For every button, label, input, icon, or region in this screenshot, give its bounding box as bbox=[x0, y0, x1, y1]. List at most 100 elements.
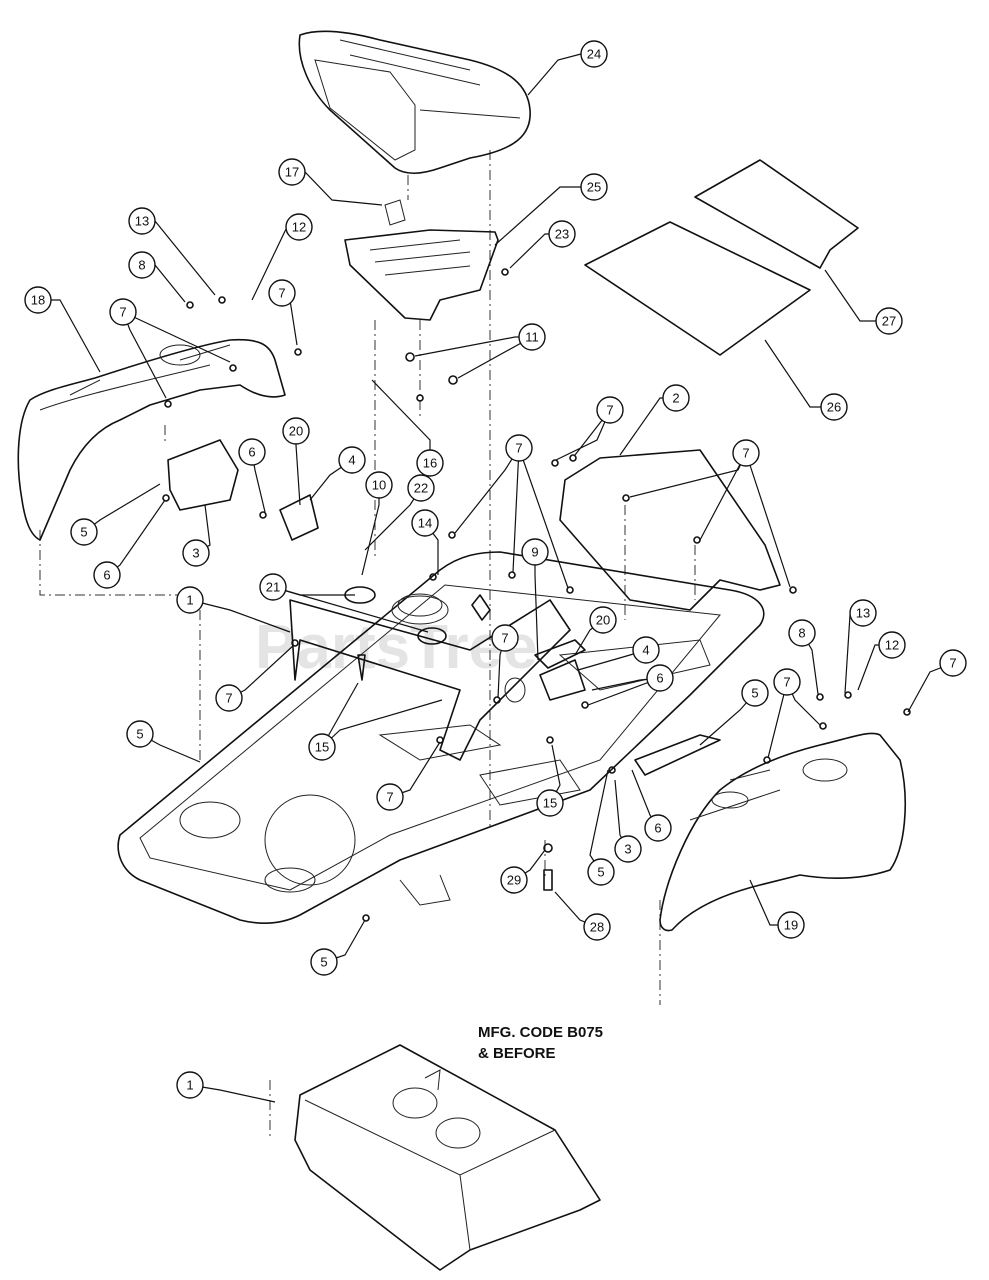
callout-29: 29 bbox=[500, 866, 528, 894]
callout-label: 22 bbox=[414, 481, 428, 496]
left-fender-part bbox=[17, 338, 286, 541]
callout-7: 7 bbox=[215, 684, 243, 712]
callout-3: 3 bbox=[182, 539, 210, 567]
callout-5: 5 bbox=[126, 720, 154, 748]
callout-label: 15 bbox=[543, 796, 557, 811]
fasteners bbox=[162, 268, 911, 922]
callout-19: 19 bbox=[777, 911, 805, 939]
callout-3: 3 bbox=[614, 835, 642, 863]
callout-label: 3 bbox=[192, 546, 199, 561]
callout-label: 14 bbox=[418, 516, 432, 531]
callout-label: 11 bbox=[525, 330, 539, 345]
callout-18: 18 bbox=[24, 286, 52, 314]
callout-label: 29 bbox=[507, 873, 521, 888]
callout-label: 1 bbox=[186, 1078, 193, 1093]
callout-5: 5 bbox=[310, 948, 338, 976]
callout-1: 1 bbox=[176, 1071, 204, 1099]
callout-2: 2 bbox=[662, 384, 690, 412]
callout-label: 7 bbox=[949, 656, 956, 671]
callout-label: 7 bbox=[515, 441, 522, 456]
callout-label: 7 bbox=[225, 691, 232, 706]
callout-label: 5 bbox=[597, 865, 604, 880]
callout-label: 26 bbox=[827, 400, 841, 415]
callout-23: 23 bbox=[548, 220, 576, 248]
callout-label: 17 bbox=[285, 165, 299, 180]
callout-7: 7 bbox=[596, 396, 624, 424]
callout-label: 6 bbox=[103, 568, 110, 583]
leader-lines bbox=[38, 53, 954, 1103]
callout-27: 27 bbox=[875, 307, 903, 335]
callout-label: 7 bbox=[606, 403, 613, 418]
callout-label: 12 bbox=[885, 638, 899, 653]
callout-label: 10 bbox=[372, 478, 386, 493]
callout-label: 8 bbox=[138, 258, 145, 273]
callout-label: 27 bbox=[882, 314, 896, 329]
callout-label: 3 bbox=[624, 842, 631, 857]
callout-label: 7 bbox=[742, 446, 749, 461]
seat-support-bracket-part bbox=[289, 586, 571, 761]
callout-label: 2 bbox=[672, 391, 679, 406]
callout-17: 17 bbox=[278, 158, 306, 186]
callout-label: 7 bbox=[278, 286, 285, 301]
callout-label: 9 bbox=[531, 545, 538, 560]
callout-label: 7 bbox=[783, 675, 790, 690]
bracket-parts bbox=[167, 439, 721, 776]
callout-5: 5 bbox=[741, 679, 769, 707]
callout-7: 7 bbox=[268, 279, 296, 307]
callout-5: 5 bbox=[587, 858, 615, 886]
callout-label: 13 bbox=[856, 606, 870, 621]
callout-4: 4 bbox=[632, 636, 660, 664]
mfg-code-note-line2: & BEFORE bbox=[478, 1045, 556, 1062]
callout-5: 5 bbox=[70, 518, 98, 546]
callout-label: 6 bbox=[656, 671, 663, 686]
callout-12: 12 bbox=[285, 213, 313, 241]
callout-12: 12 bbox=[878, 631, 906, 659]
callout-label: 12 bbox=[292, 220, 306, 235]
callout-label: 16 bbox=[423, 456, 437, 471]
callout-20: 20 bbox=[282, 417, 310, 445]
callout-1: 1 bbox=[176, 586, 204, 614]
callout-13: 13 bbox=[128, 207, 156, 235]
callout-label: 6 bbox=[248, 445, 255, 460]
callout-28: 28 bbox=[583, 913, 611, 941]
callout-8: 8 bbox=[128, 251, 156, 279]
callout-label: 4 bbox=[348, 453, 355, 468]
callout-label: 6 bbox=[654, 821, 661, 836]
callout-6: 6 bbox=[93, 561, 121, 589]
callout-label: 5 bbox=[751, 686, 758, 701]
callout-label: 21 bbox=[266, 580, 280, 595]
callout-7: 7 bbox=[109, 298, 137, 326]
callout-7: 7 bbox=[505, 434, 533, 462]
callout-label: 4 bbox=[642, 643, 649, 658]
callout-label: 5 bbox=[80, 525, 87, 540]
callout-14: 14 bbox=[411, 509, 439, 537]
callout-6: 6 bbox=[644, 814, 672, 842]
callout-10: 10 bbox=[365, 471, 393, 499]
callout-label: 25 bbox=[587, 180, 601, 195]
seat-part bbox=[298, 30, 531, 175]
callout-7: 7 bbox=[491, 624, 519, 652]
callout-7: 7 bbox=[376, 783, 404, 811]
callout-label: 23 bbox=[555, 227, 569, 242]
callout-label: 5 bbox=[320, 955, 327, 970]
callout-label: 5 bbox=[136, 727, 143, 742]
callout-label: 24 bbox=[587, 47, 601, 62]
callout-4: 4 bbox=[338, 446, 366, 474]
callout-16: 16 bbox=[416, 449, 444, 477]
callout-label: 1 bbox=[186, 593, 193, 608]
callout-label: 7 bbox=[386, 790, 393, 805]
switch-part bbox=[534, 639, 586, 701]
callout-13: 13 bbox=[849, 599, 877, 627]
main-frame-part bbox=[117, 551, 765, 925]
callout-26: 26 bbox=[820, 393, 848, 421]
callout-7: 7 bbox=[773, 668, 801, 696]
callout-label: 15 bbox=[315, 740, 329, 755]
callout-6: 6 bbox=[238, 438, 266, 466]
decal-panels bbox=[584, 159, 859, 356]
callout-15: 15 bbox=[308, 733, 336, 761]
callout-label: 20 bbox=[596, 613, 610, 628]
callout-label: 7 bbox=[501, 631, 508, 646]
callout-24: 24 bbox=[580, 40, 608, 68]
callout-20: 20 bbox=[589, 606, 617, 634]
